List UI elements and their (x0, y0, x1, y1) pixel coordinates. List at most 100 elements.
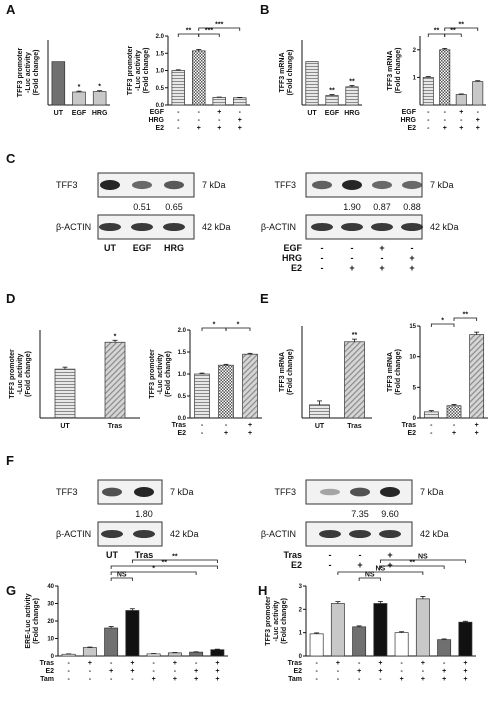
panel-label-c: C (6, 151, 16, 166)
bracket-label: ** (186, 28, 192, 35)
significance-bracket (444, 33, 462, 37)
condition-sign: + (238, 125, 242, 132)
target-kda-label: 7 kDa (420, 487, 444, 497)
significance-bracket (131, 559, 218, 563)
condition-sign: + (475, 422, 479, 429)
y-axis-label: TFF3 mRNA (279, 52, 286, 92)
panel-label-a: A (6, 2, 16, 17)
condition-sign: - (110, 660, 113, 667)
condition-sign: - (321, 253, 324, 263)
bar (330, 603, 345, 657)
panel-label-d: D (6, 291, 15, 306)
loading-band (349, 530, 371, 538)
category-label: UT (315, 423, 325, 430)
y-tick-label: 1 (299, 631, 303, 637)
loading-band (133, 530, 155, 538)
y-axis-label: (Fold change) (33, 50, 40, 96)
y-axis-label: TFF3 mRNA (279, 352, 286, 392)
loading-band (319, 530, 341, 538)
y-axis-label: TFF3 mRNA (387, 352, 394, 392)
bracket-label: ** (459, 22, 465, 29)
condition-sign: + (130, 660, 134, 667)
condition-sign: + (442, 676, 446, 683)
loading-band (371, 223, 393, 231)
bar (469, 334, 485, 419)
category-label: EGF (325, 110, 340, 117)
y-axis-label: -Luc activity (25, 52, 32, 93)
y-tick-label: 10 (409, 355, 416, 361)
condition-sign: + (400, 676, 404, 683)
condition-sign: + (443, 125, 447, 132)
significance-bracket (225, 327, 251, 331)
condition-sign: + (215, 660, 219, 667)
panel-label-b: B (260, 2, 269, 17)
condition-sign: - (195, 660, 198, 667)
lane-label: HRG (164, 243, 184, 253)
y-axis-label: (Fold change) (33, 598, 40, 644)
condition-row-label: HRG (148, 117, 164, 124)
significance-bracket (430, 323, 455, 327)
condition-sign: + (248, 422, 252, 429)
band-quantification: 0.87 (373, 202, 391, 212)
lane-label: UT (106, 550, 118, 560)
condition-sign: + (217, 125, 221, 132)
loading-band (163, 223, 185, 231)
condition-row-label: E2 (291, 560, 302, 570)
bar (373, 603, 388, 657)
condition-sign: + (459, 125, 463, 132)
band-quantification: 1.90 (343, 202, 361, 212)
category-label: HRG (92, 110, 108, 117)
y-axis-label: TFF3 promoter (149, 349, 156, 399)
loading-kda-label: 42 kDa (170, 529, 199, 539)
bar (458, 621, 473, 657)
condition-sign: - (351, 253, 354, 263)
bracket-label: ** (410, 560, 416, 567)
condition-sign: + (357, 560, 362, 570)
target-band (380, 487, 400, 497)
significance-bracket (379, 565, 445, 569)
condition-sign: - (359, 550, 362, 560)
condition-sign: - (198, 109, 201, 116)
condition-sign: + (379, 263, 384, 273)
condition-sign: + (476, 125, 480, 132)
target-protein-label: TFF3 (56, 180, 78, 190)
significance-label: ** (352, 332, 358, 339)
significance-bracket (358, 577, 381, 581)
condition-sign: + (173, 676, 177, 683)
target-band (350, 487, 370, 497)
condition-sign: + (452, 430, 456, 437)
category-label: HRG (344, 110, 360, 117)
loading-kda-label: 42 kDa (202, 222, 231, 232)
chart-a1: TFF3 promoter-Luc activity(Fold change)*… (17, 40, 110, 117)
significance-label: ** (349, 79, 355, 86)
condition-sign: - (201, 430, 204, 437)
bar (82, 647, 97, 657)
bar (167, 652, 182, 657)
condition-sign: - (225, 422, 228, 429)
target-band (342, 180, 362, 190)
condition-sign: - (460, 117, 463, 124)
condition-sign: + (387, 560, 392, 570)
y-tick-label: 40 (47, 584, 54, 590)
band-quantification: 1.80 (135, 509, 153, 519)
condition-sign: - (400, 668, 403, 675)
condition-sign: + (409, 263, 414, 273)
significance-bracket (110, 577, 133, 581)
bar (125, 610, 140, 657)
y-axis-label: (Fold change) (287, 50, 294, 96)
y-tick-label: 1.5 (178, 350, 187, 356)
significance-bracket (444, 27, 479, 31)
y-tick-label: 1.0 (178, 372, 187, 378)
condition-sign: - (315, 668, 318, 675)
condition-sign: + (442, 668, 446, 675)
bar (394, 632, 409, 657)
y-tick-label: 10 (47, 637, 54, 643)
bracket-label: ** (463, 312, 469, 319)
condition-sign: - (110, 676, 113, 683)
y-axis-label: (Fold change) (395, 48, 402, 94)
condition-sign: + (130, 668, 134, 675)
condition-row-label: E2 (291, 263, 302, 273)
